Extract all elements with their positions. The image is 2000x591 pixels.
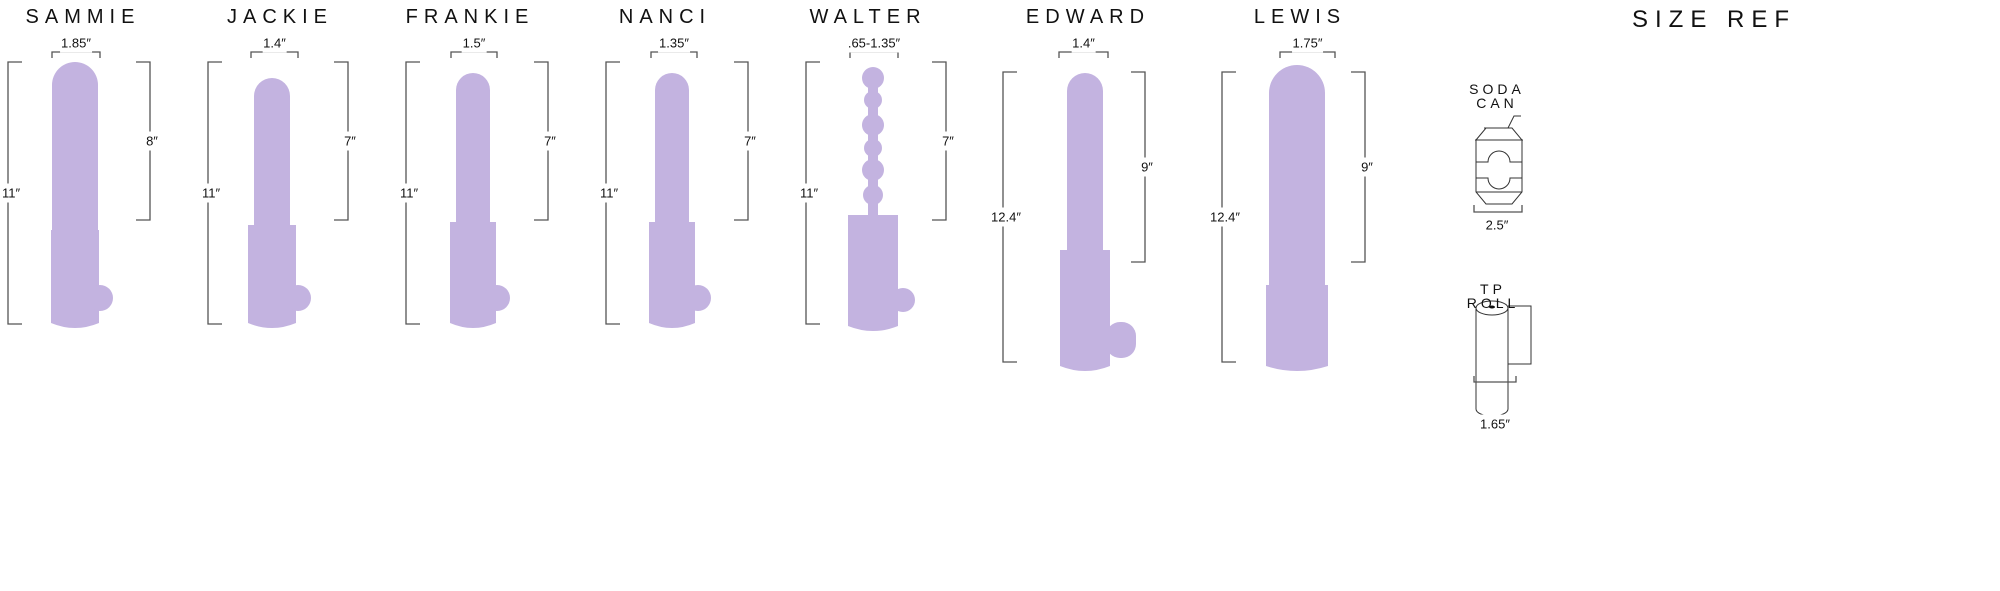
nanci-handle bbox=[649, 222, 695, 328]
product-title-frankie: FRANKIE bbox=[405, 6, 535, 28]
width-label-sammie: 1.85″ bbox=[60, 33, 92, 53]
width-bracket-sammie bbox=[51, 51, 101, 58]
product-title-lewis: LEWIS bbox=[1253, 6, 1347, 28]
insertable-label-frankie: 7″ bbox=[543, 131, 557, 151]
tp-roll-width-bracket bbox=[1473, 376, 1517, 383]
product-title-jackie: JACKIE bbox=[226, 6, 334, 28]
width-bracket-edward bbox=[1058, 51, 1109, 58]
soda-can-width-bracket bbox=[1473, 205, 1523, 213]
sammie-handle bbox=[51, 230, 99, 328]
length-label-lewis: 12.4″ bbox=[1209, 207, 1241, 227]
width-bracket-frankie bbox=[450, 51, 498, 58]
length-label-jackie: 11″ bbox=[200, 183, 222, 203]
size-ref-title: SIZE REF bbox=[1631, 6, 1797, 33]
length-label-nanci: 11″ bbox=[598, 183, 620, 203]
width-bracket-walter bbox=[849, 51, 899, 58]
length-label-walter: 11″ bbox=[798, 183, 820, 203]
soda-can-detail bbox=[1475, 115, 1523, 193]
nanci-button bbox=[685, 285, 711, 311]
tp-roll-top bbox=[1475, 300, 1509, 316]
walter-handle bbox=[848, 215, 898, 331]
frankie-button bbox=[484, 285, 510, 311]
tp-roll-label: TP ROLL bbox=[1467, 282, 1520, 310]
lewis-handle bbox=[1266, 285, 1328, 371]
length-label-frankie: 11″ bbox=[398, 183, 420, 203]
width-label-jackie: 1.4″ bbox=[262, 33, 287, 53]
tp-roll-label-line1: TP bbox=[1480, 281, 1506, 297]
soda-can-label-line1: SODA bbox=[1469, 81, 1525, 97]
product-title-walter: WALTER bbox=[809, 6, 927, 28]
width-label-edward: 1.4″ bbox=[1071, 33, 1096, 53]
walter-stem bbox=[868, 70, 878, 225]
frankie-shaft bbox=[456, 73, 490, 227]
jackie-button bbox=[285, 285, 311, 311]
width-bracket-jackie bbox=[250, 51, 299, 58]
frankie-handle bbox=[450, 222, 496, 328]
edward-button bbox=[1106, 322, 1136, 358]
soda-can-width: 2.5″ bbox=[1484, 215, 1510, 235]
width-bracket-nanci bbox=[650, 51, 698, 58]
soda-can-icon bbox=[1475, 127, 1523, 205]
insertable-label-sammie: 8″ bbox=[145, 131, 159, 151]
insertable-label-walter: 7″ bbox=[941, 131, 955, 151]
jackie-shaft bbox=[254, 78, 290, 230]
tp-roll-label-line2: ROLL bbox=[1466, 295, 1520, 311]
edward-shaft bbox=[1067, 73, 1103, 255]
width-label-nanci: 1.35″ bbox=[658, 33, 690, 53]
walter-button bbox=[891, 288, 915, 312]
product-title-nanci: NANCI bbox=[618, 6, 712, 28]
width-bracket-lewis bbox=[1279, 51, 1336, 58]
sammie-button bbox=[87, 285, 113, 311]
lewis-shaft bbox=[1269, 65, 1325, 290]
soda-can-label: SODA CAN bbox=[1469, 82, 1525, 110]
insertable-label-edward: 9″ bbox=[1140, 157, 1154, 177]
tp-roll-core bbox=[1489, 305, 1495, 309]
product-title-edward: EDWARD bbox=[1025, 6, 1151, 28]
sammie-shaft bbox=[52, 62, 98, 235]
tp-roll-width: 1.65″ bbox=[1479, 414, 1511, 434]
tp-roll-icon bbox=[1475, 305, 1532, 417]
soda-can-label-line2: CAN bbox=[1476, 95, 1518, 111]
jackie-handle bbox=[248, 225, 296, 328]
insertable-label-lewis: 9″ bbox=[1360, 157, 1374, 177]
edward-handle bbox=[1060, 250, 1110, 371]
width-label-lewis: 1.75″ bbox=[1291, 33, 1324, 53]
insertable-label-jackie: 7″ bbox=[343, 131, 357, 151]
nanci-shaft bbox=[655, 73, 689, 227]
insertable-label-nanci: 7″ bbox=[743, 131, 757, 151]
width-label-frankie: 1.5″ bbox=[461, 33, 487, 53]
product-title-sammie: SAMMIE bbox=[25, 6, 141, 28]
length-label-edward: 12.4″ bbox=[990, 207, 1022, 227]
length-label-sammie: 11″ bbox=[0, 183, 22, 203]
width-label-walter: .65-1.35″ bbox=[846, 33, 902, 53]
